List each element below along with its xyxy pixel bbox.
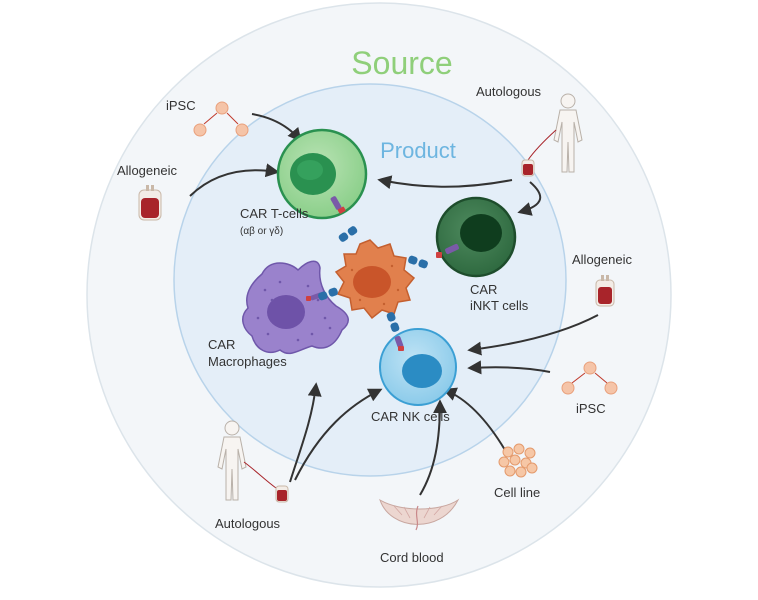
ipsc-label-right: iPSC — [576, 401, 606, 416]
blood-bag-icon-right — [595, 275, 615, 307]
car-receptors — [306, 196, 459, 351]
blood-bag-icon-left — [138, 185, 162, 221]
car-inkt-label-2: iNKT cells — [470, 298, 529, 313]
car-mac-label-2: Macrophages — [208, 354, 287, 369]
arrow-autologous-to-t — [377, 175, 513, 190]
cord-blood-label: Cord blood — [380, 550, 444, 565]
cord-blood-icon — [379, 498, 460, 531]
arrow-cordblood-to-nk — [419, 399, 447, 496]
car-mac-label-1: CAR — [208, 337, 235, 352]
car-inkt-label-1: CAR — [470, 282, 497, 297]
source-title: Source — [351, 45, 452, 81]
arrow-allogeneic-to-nk — [467, 314, 599, 356]
car-inkt-cell — [435, 196, 517, 278]
arrow-allogeneic-to-t — [189, 163, 280, 197]
ipsc-label-top-left: iPSC — [166, 98, 196, 113]
arrow-autologous-to-inkt — [517, 181, 542, 216]
antibody-mac — [318, 287, 338, 301]
human-icon-bottom-left — [217, 420, 247, 501]
tumor-cell — [334, 239, 416, 320]
cell-line-label: Cell line — [494, 485, 540, 500]
autologous-label-top-right: Autologous — [476, 84, 542, 99]
ipsc-icon-top-left — [193, 101, 249, 137]
blood-bag-icon-top-right — [521, 129, 557, 177]
car-t-label: CAR T-cells — [240, 206, 309, 221]
car-nk-cell — [379, 328, 457, 406]
blood-bag-icon-bottom-left — [243, 461, 289, 503]
antibody-nk — [386, 312, 400, 332]
ipsc-icon-right — [561, 361, 618, 395]
car-t-cell — [276, 128, 368, 220]
car-macrophage — [242, 260, 349, 355]
source-arrows — [189, 113, 599, 496]
allogeneic-label-left: Allogeneic — [117, 163, 177, 178]
car-nk-label: CAR NK cells — [371, 409, 450, 424]
antibody-inkt — [408, 255, 428, 269]
autologous-label-bottom-left: Autologous — [215, 516, 281, 531]
human-icon-top-right — [553, 93, 583, 173]
product-title: Product — [380, 138, 456, 163]
allogeneic-label-right: Allogeneic — [572, 252, 632, 267]
arrow-autologous-to-mac — [289, 382, 322, 483]
cell-line-icon — [498, 443, 538, 478]
arrow-autologous-to-nk — [294, 388, 383, 481]
car-t-sublabel: (αβ or γδ) — [240, 226, 283, 237]
arrow-ipsc-to-nk — [467, 360, 551, 375]
arrow-cellline-to-nk — [442, 387, 506, 451]
antibody-t — [338, 226, 358, 242]
